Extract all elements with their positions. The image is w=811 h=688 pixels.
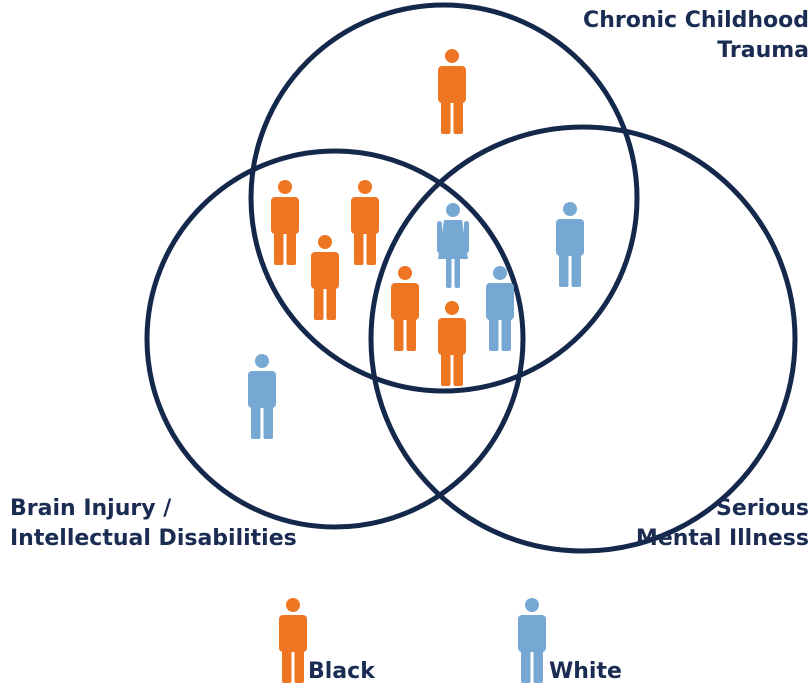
person-icon-white-trauma-mental [556,202,584,287]
circle-chronic-childhood-trauma [248,2,640,394]
label-trauma-line-1: Chronic Childhood [583,8,809,33]
label-chronic-childhood-trauma: Chronic Childhood Trauma [583,6,809,66]
label-serious-mental-illness: Serious Mental Illness [636,494,809,554]
label-mental-line-1: Serious [715,496,809,521]
person-icon-black-trauma-brain [351,180,379,265]
person-icon-white-brain-only [248,354,276,439]
legend-white-person-icon [518,598,546,683]
person-icon-white-all-three [486,266,514,351]
person-icon-black-all-three [391,266,419,351]
legend-black-person-icon [279,598,307,683]
person-icon-white-all-three [437,203,469,288]
circle-serious-mental-illness [368,124,798,554]
person-icon-black-trauma-only [438,49,466,134]
label-brain-line-1: Brain Injury / [10,496,172,521]
circle-brain-injury [144,148,526,530]
label-brain-line-2: Intellectual Disabilities [10,526,297,551]
person-icon-black-trauma-brain [271,180,299,265]
person-icon-black-all-three [438,301,466,386]
person-icon-black-trauma-brain [311,235,339,320]
label-trauma-line-2: Trauma [717,38,809,63]
label-brain-injury-intellectual-disabilities: Brain Injury / Intellectual Disabilities [10,494,297,554]
legend-white-label: White [549,659,622,684]
legend-black-label: Black [308,659,375,684]
label-mental-line-2: Mental Illness [635,526,809,551]
